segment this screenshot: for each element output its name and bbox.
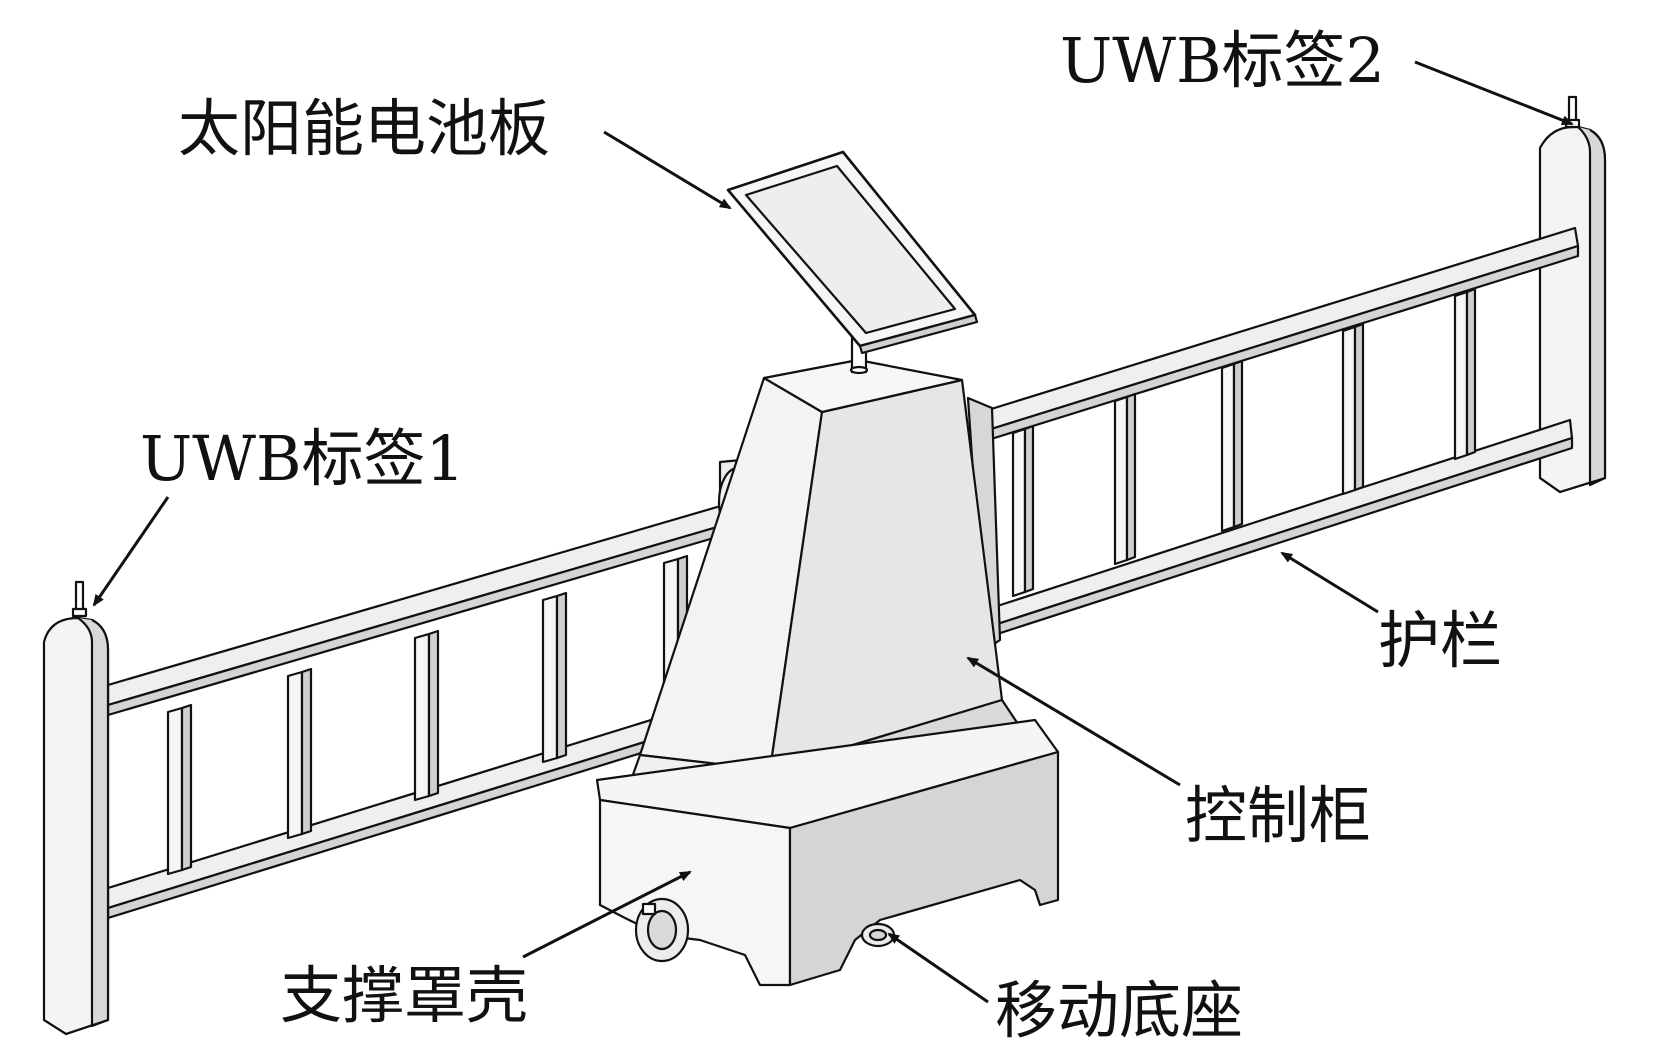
label-uwb-tag-1: UWB标签1: [140, 422, 465, 495]
arrow-control-cabinet: [966, 656, 1181, 787]
callout-arrows: [92, 60, 1574, 1004]
arrow-guardrail: [1280, 551, 1379, 614]
arrow-uwb-tag-1: [92, 496, 170, 607]
label-solar-panel: 太阳能电池板: [178, 92, 551, 165]
solar-panel: [726, 150, 979, 355]
right-post: [1538, 125, 1607, 494]
arrow-support-cover: [522, 870, 692, 959]
arrow-mobile-base: [887, 932, 989, 1004]
support-cover-body: [595, 718, 1060, 987]
arrow-uwb-tag-2: [1414, 60, 1574, 126]
right-top-rail: [986, 226, 1580, 432]
label-mobile-base: 移动底座: [995, 974, 1244, 1047]
mobile-base-wheels: [634, 897, 896, 963]
arrow-solar-panel: [603, 130, 732, 210]
label-support-cover: 支撑罩壳: [280, 959, 529, 1032]
label-guardrail: 护栏: [1378, 604, 1503, 677]
right-balusters: [1011, 287, 1477, 598]
label-control-cabinet: 控制柜: [1185, 779, 1372, 852]
left-post: [42, 616, 110, 1036]
control-cabinet-body: [638, 336, 1004, 772]
right-guardrail: [983, 95, 1607, 640]
uwb-tag-1-antenna: [71, 580, 88, 618]
right-bottom-rail: [983, 418, 1574, 630]
label-uwb-tag-2: UWB标签2: [1060, 24, 1385, 97]
